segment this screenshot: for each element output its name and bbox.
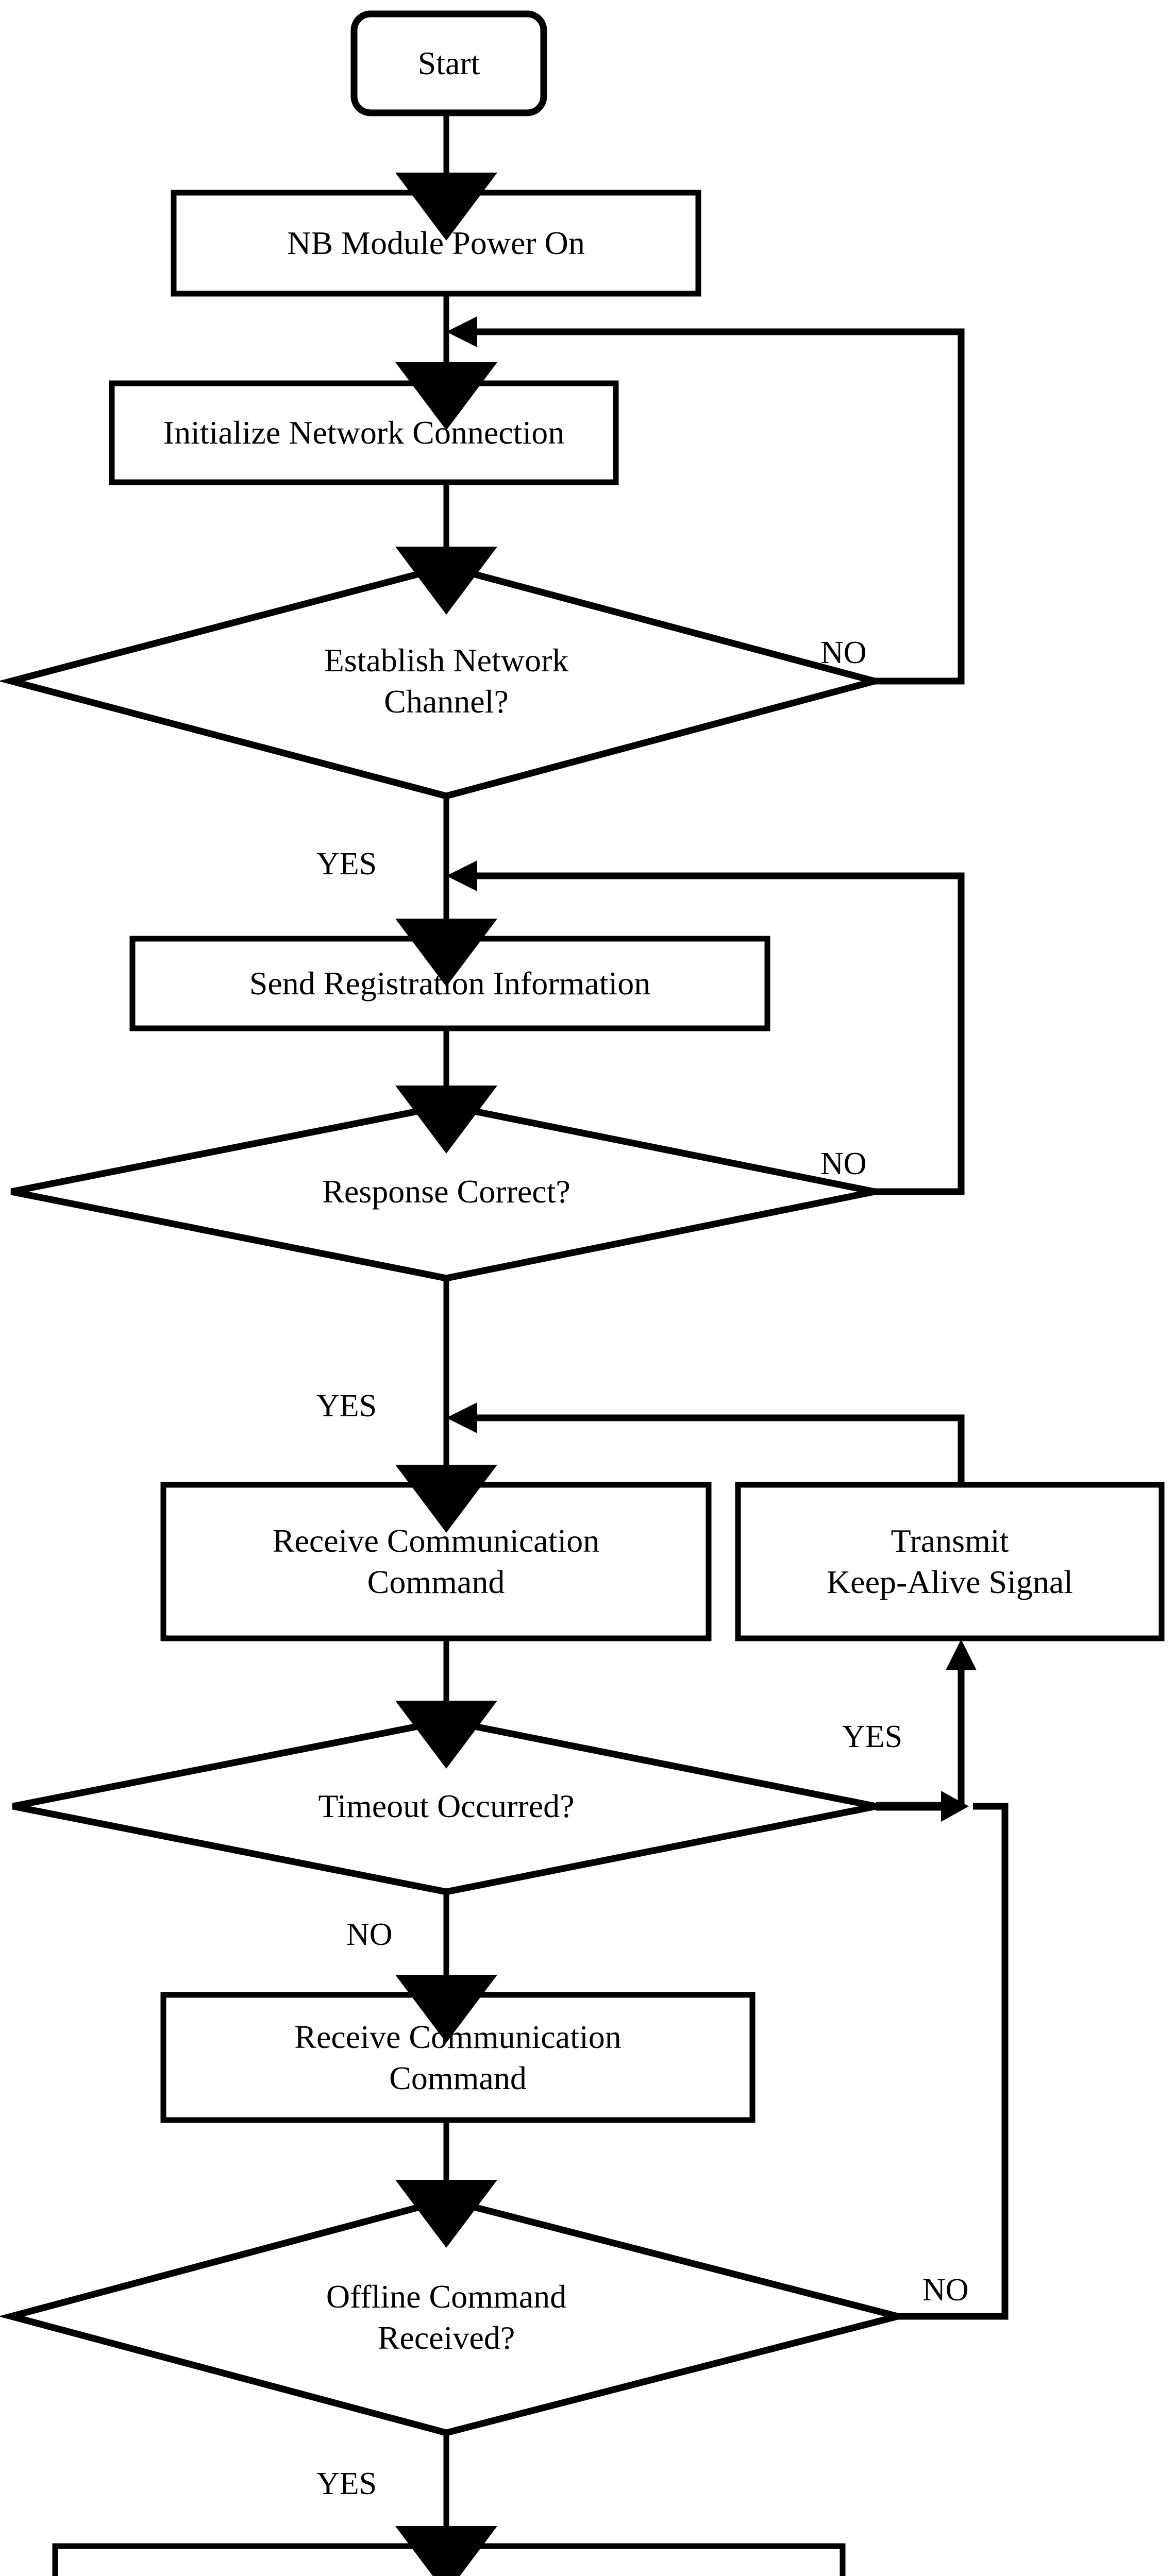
shape-timeout-occurred: [12, 1717, 877, 1895]
shape-transmit-keepalive: [735, 1482, 1165, 1641]
shape-disconnect: [52, 2543, 846, 2576]
shape-establish-channel: [0, 563, 888, 800]
edge-response-no-feedback: [474, 872, 965, 1195]
shape-receive-command-1: [160, 1482, 712, 1641]
shape-response-correct: [10, 1102, 876, 1282]
arrowhead-keepalive-feedback: [446, 1402, 477, 1433]
arrowhead-establish-no: [446, 316, 477, 347]
shape-init-network: [109, 380, 619, 485]
arrowhead-response-no: [446, 860, 477, 891]
edge-establish-no-feedback: [474, 328, 965, 685]
arrowhead-timeout-yes: [941, 1791, 969, 1822]
shape-start: [350, 10, 547, 116]
shape-power-on: [171, 190, 701, 297]
edge-offline-no-feedback: [898, 1803, 1009, 2320]
shape-offline-received: [0, 2196, 899, 2436]
shape-receive-command-2: [160, 1992, 756, 2123]
shape-send-registration: [129, 936, 770, 1031]
arrowhead-keepalive-entry: [946, 1639, 977, 1670]
edge-keepalive-feedback: [474, 1414, 965, 1485]
